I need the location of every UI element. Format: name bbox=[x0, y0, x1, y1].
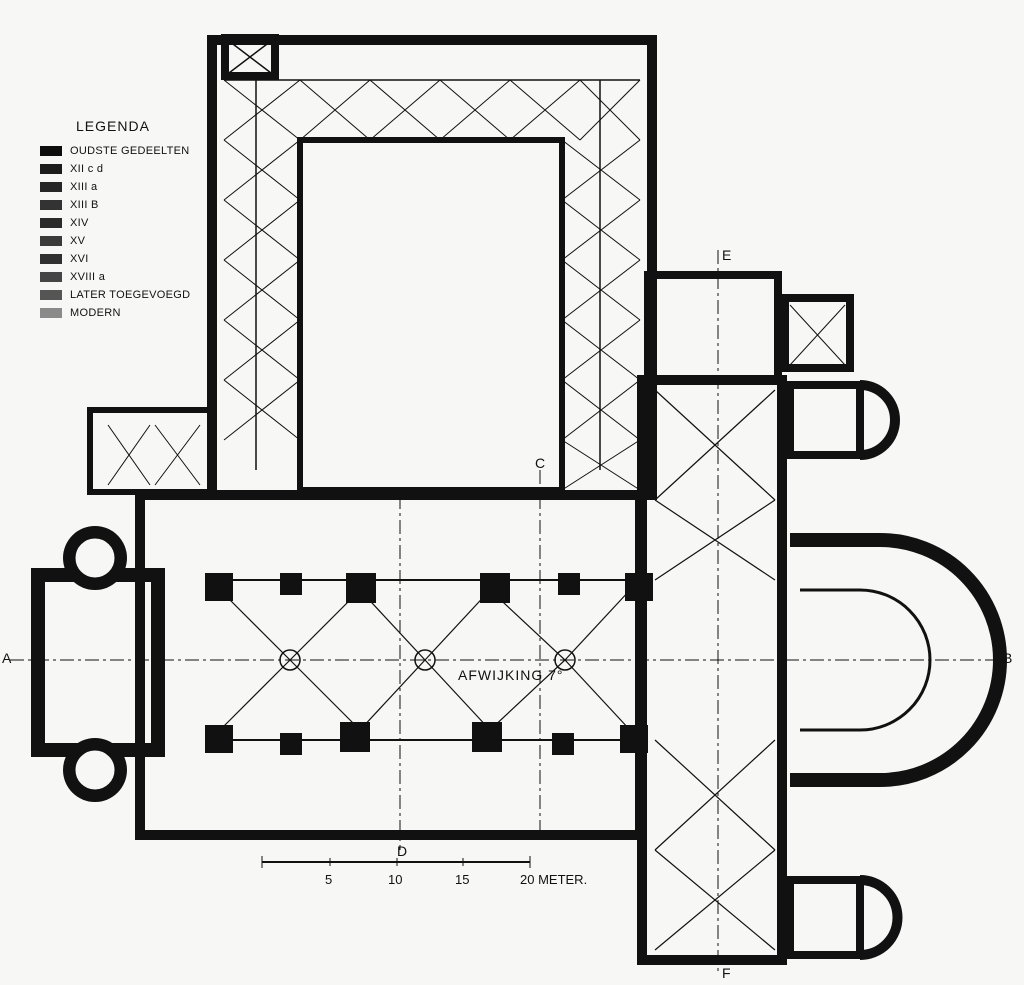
legend-item: OUDSTE GEDEELTEN bbox=[40, 144, 190, 158]
legend-swatch bbox=[40, 164, 62, 174]
legend-item: XIII B bbox=[40, 198, 99, 212]
chapels bbox=[781, 294, 903, 960]
west-tower bbox=[31, 526, 165, 802]
legend-item: XIII a bbox=[40, 180, 97, 194]
legend-swatch bbox=[40, 290, 62, 300]
legend-swatch bbox=[40, 146, 62, 156]
legend-label: XV bbox=[70, 235, 86, 247]
orientation-annotation: AFWIJKING 7° bbox=[458, 667, 564, 683]
legend-label: XVIII a bbox=[70, 271, 106, 283]
legend-item: XVI bbox=[40, 252, 89, 266]
legend-item: MODERN bbox=[40, 306, 121, 320]
legend-label: LATER TOEGEVOEGD bbox=[70, 289, 191, 301]
legend-item: XV bbox=[40, 234, 85, 248]
scale-tick-label: 15 bbox=[455, 872, 470, 887]
legend-swatch bbox=[40, 254, 62, 264]
legend-label: XIII a bbox=[70, 181, 98, 193]
section-marker-b: B bbox=[1003, 650, 1013, 666]
section-marker-a: A bbox=[2, 650, 12, 666]
legend-title: LEGENDA bbox=[76, 118, 150, 134]
legend-label: XVI bbox=[70, 253, 89, 265]
section-marker-e: E bbox=[722, 247, 732, 263]
section-marker-c: C bbox=[535, 455, 546, 471]
legend-label: XIV bbox=[70, 217, 89, 229]
section-lines bbox=[10, 250, 1000, 975]
legend-swatch bbox=[40, 236, 62, 246]
legend-swatch bbox=[40, 218, 62, 228]
legend-item: XIV bbox=[40, 216, 89, 230]
legend-item: XII c d bbox=[40, 162, 103, 176]
section-marker-d: D bbox=[397, 843, 408, 859]
legend-label: XII c d bbox=[70, 163, 104, 175]
legend-label: XIII B bbox=[70, 199, 99, 211]
legend-item: XVIII a bbox=[40, 270, 105, 284]
legend-swatch bbox=[40, 200, 62, 210]
scale-tick-label: 5 bbox=[325, 872, 333, 887]
legend-swatch bbox=[40, 272, 62, 282]
legend-label: OUDSTE GEDEELTEN bbox=[70, 145, 190, 157]
legend-label: MODERN bbox=[70, 307, 121, 319]
legend-swatch bbox=[40, 182, 62, 192]
section-marker-f: F bbox=[722, 965, 731, 981]
legend-swatch bbox=[40, 308, 62, 318]
transept bbox=[637, 271, 787, 965]
legend-item: LATER TOEGEVOEGD bbox=[40, 288, 190, 302]
scale-tick-label: 10 bbox=[388, 872, 403, 887]
scale-tick-label: 20 METER. bbox=[520, 872, 588, 887]
